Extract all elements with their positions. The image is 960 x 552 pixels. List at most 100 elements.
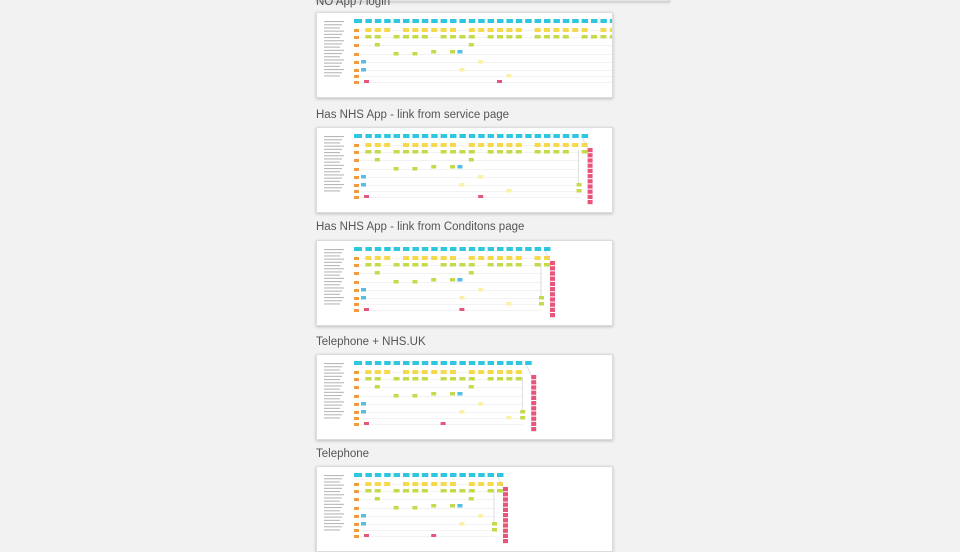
sticky-note [553, 143, 560, 147]
journey-map-frame[interactable] [316, 12, 613, 98]
sticky-note [531, 411, 537, 416]
sticky-note [374, 28, 381, 32]
text-line [324, 284, 340, 286]
text-line [324, 290, 342, 292]
frame-title[interactable]: Has NHS App - link from service page [316, 109, 510, 121]
header-cell [515, 361, 523, 365]
sticky-note [450, 370, 456, 374]
header-cell [403, 247, 410, 251]
sticky-note [412, 35, 419, 39]
sticky-note [440, 377, 447, 381]
row-label [354, 297, 359, 300]
sticky-note [531, 416, 537, 421]
text-line [324, 401, 344, 403]
sticky-note [431, 165, 437, 169]
header-cell [421, 361, 429, 365]
sticky-note [450, 50, 455, 54]
row-label [354, 535, 359, 538]
sticky-note [531, 375, 537, 380]
header-cell [393, 19, 401, 23]
journey-map-frame[interactable] [316, 240, 613, 326]
frame-title[interactable]: Telephone [316, 448, 370, 460]
row-label [354, 371, 359, 374]
sticky-note [403, 482, 409, 486]
sticky-note [374, 271, 380, 275]
sticky-note [412, 143, 419, 147]
sticky-note [457, 165, 463, 169]
sticky-note [581, 143, 588, 147]
sticky-note [515, 370, 522, 374]
header-cell [421, 19, 429, 23]
sticky-note [520, 416, 526, 420]
sticky-note [431, 50, 437, 54]
header-cell [421, 247, 429, 251]
header-cell [431, 361, 438, 365]
header-cell [468, 473, 476, 477]
row-label [354, 144, 359, 147]
header-cell [525, 247, 532, 251]
text-line [324, 478, 342, 480]
sticky-note [431, 482, 438, 486]
sticky-note [531, 421, 537, 426]
frame-title[interactable]: NO App / login [316, 0, 391, 8]
sticky-note [421, 482, 428, 486]
sticky-note [531, 401, 537, 406]
header-cell [506, 247, 513, 251]
frame-title[interactable]: Has NHS App - link from Conditons page [316, 221, 525, 233]
header-cell [440, 19, 448, 23]
text-line [324, 481, 340, 483]
sticky-note [497, 143, 503, 147]
frame-title[interactable]: Telephone + NHS.UK [316, 336, 426, 348]
sticky-note [364, 534, 369, 537]
sticky-note [562, 35, 569, 39]
sticky-note [412, 167, 418, 171]
header-cell [609, 19, 612, 23]
sticky-note [515, 150, 522, 154]
sticky-note [365, 489, 372, 493]
sticky-note [468, 271, 474, 275]
sticky-note [503, 518, 508, 523]
header-cell [468, 361, 476, 365]
text-line [324, 164, 344, 166]
journey-map-frame[interactable] [316, 127, 613, 213]
sticky-note [468, 143, 475, 147]
sticky-note [506, 189, 512, 193]
sticky-note [393, 280, 399, 284]
journey-map-frame[interactable] [316, 354, 613, 440]
header-cell [497, 361, 504, 365]
sticky-note [450, 256, 456, 260]
sticky-note [478, 195, 484, 198]
header-cell [487, 473, 495, 477]
sticky-note [487, 482, 494, 486]
sticky-note [531, 380, 537, 385]
sticky-note [503, 507, 508, 512]
journey-map-frame[interactable] [316, 466, 613, 552]
header-cell [365, 247, 372, 251]
text-line [324, 510, 340, 512]
sticky-note [562, 150, 569, 154]
sticky-note [506, 143, 513, 147]
sticky-note [497, 28, 503, 32]
sticky-note [361, 522, 366, 526]
text-line [324, 53, 342, 55]
header-cell [412, 247, 419, 251]
sticky-note [534, 256, 541, 260]
row-label [354, 281, 359, 284]
header-cell [534, 19, 542, 23]
header-cell [431, 134, 438, 138]
text-line [324, 271, 342, 273]
sticky-note [374, 143, 381, 147]
header-cell [403, 361, 410, 365]
header-cell [384, 134, 391, 138]
sticky-note [581, 150, 588, 154]
connector-line [525, 364, 532, 376]
sticky-note [515, 263, 522, 267]
sticky-note [544, 150, 550, 154]
header-cell [487, 134, 495, 138]
header-cell [459, 19, 466, 23]
header-cell [365, 134, 372, 138]
sticky-note [503, 487, 508, 492]
sticky-note [361, 175, 366, 179]
sticky-note [459, 522, 465, 526]
